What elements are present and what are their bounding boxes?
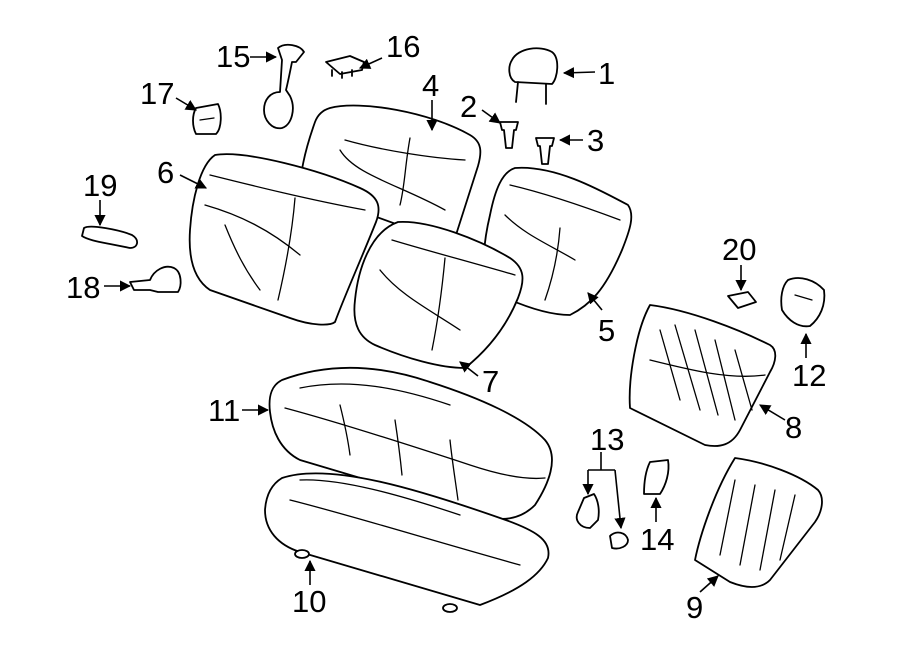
part-18-hinge — [129, 265, 182, 293]
part-2-headrest-guide — [499, 121, 519, 149]
callout-2: 2 — [460, 89, 477, 124]
callout-15: 15 — [216, 39, 250, 74]
callout-18: 18 — [66, 270, 100, 305]
part-13-bushing-lower — [609, 531, 629, 550]
callout-1: 1 — [598, 56, 615, 91]
part-8-seat-back-frame — [628, 304, 777, 447]
callout-9: 9 — [686, 590, 703, 625]
leader-lines — [94, 51, 812, 593]
callout-3: 3 — [587, 123, 604, 158]
callout-19: 19 — [83, 168, 117, 203]
part-19-bracket — [81, 225, 138, 249]
callout-7: 7 — [482, 364, 499, 399]
part-1-headrest — [508, 47, 559, 105]
callout-17: 17 — [140, 76, 174, 111]
callout-13: 13 — [590, 422, 624, 457]
part-15-belt-anchor — [263, 43, 305, 130]
part-17-cover — [192, 103, 222, 135]
part-3-headrest-guide — [535, 137, 555, 165]
part-20-clip — [727, 291, 757, 309]
callout-5: 5 — [598, 313, 615, 348]
part-12-cover — [780, 277, 826, 328]
callout-4: 4 — [422, 68, 439, 103]
callout-11: 11 — [208, 393, 240, 428]
part-13-bushing-upper — [575, 493, 600, 529]
part-10-seat-frame — [264, 472, 550, 613]
callout-16: 16 — [386, 29, 420, 64]
callout-6: 6 — [157, 155, 174, 190]
part-16-latch — [325, 55, 365, 79]
part-7-seat-back-center-front — [353, 221, 524, 369]
callout-10: 10 — [292, 584, 326, 619]
callout-12: 12 — [792, 358, 826, 393]
part-6-seat-back-left — [188, 153, 380, 326]
part-11-seat-cushion — [268, 366, 553, 520]
part-9-seat-back-panel — [694, 457, 823, 588]
callout-8: 8 — [785, 410, 802, 445]
part-14-trim — [643, 459, 670, 495]
callout-14: 14 — [640, 522, 674, 557]
callout-20: 20 — [722, 232, 756, 267]
callout-labels: 1 2 3 4 5 6 7 8 9 10 11 12 13 14 15 16 1… — [66, 29, 826, 625]
